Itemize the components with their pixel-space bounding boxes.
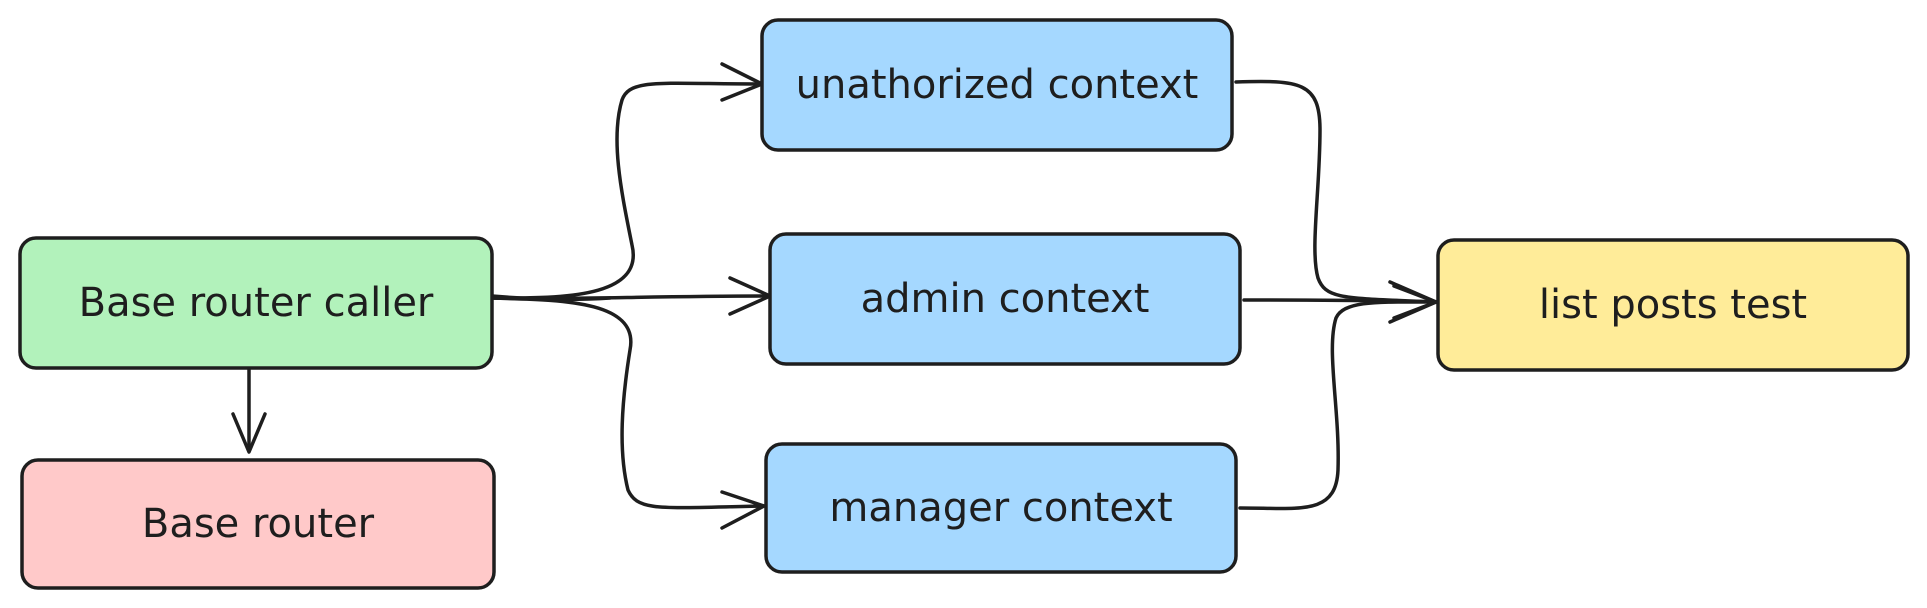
admin-context-label: admin context (861, 276, 1150, 322)
arrowhead-to-unauthorized (720, 62, 764, 102)
edge-caller-to-unauthorized (490, 81, 764, 300)
node-list-posts-test: list posts test (1436, 238, 1910, 372)
base-router-label: Base router (142, 501, 375, 547)
node-manager-context: manager context (764, 442, 1238, 574)
arrowhead-to-base-router (231, 412, 267, 454)
node-base-router-caller: Base router caller (18, 236, 494, 370)
edge-manager-to-list (1238, 300, 1438, 511)
list-posts-test-box (1436, 238, 1910, 372)
connectors (231, 62, 1438, 530)
edge-unauthorized-to-list (1234, 79, 1438, 304)
unauthorized-context-box (760, 18, 1234, 152)
manager-context-label: manager context (829, 485, 1172, 531)
base-router-caller-label: Base router caller (79, 280, 434, 326)
base-router-box (20, 458, 496, 590)
node-admin-context: admin context (768, 232, 1242, 366)
unauthorized-context-label: unathorized context (796, 62, 1199, 108)
manager-context-box (764, 442, 1238, 574)
list-posts-test-label: list posts test (1539, 282, 1807, 328)
arrowhead-to-list-echo (1392, 284, 1438, 320)
admin-context-box (768, 232, 1242, 366)
base-router-caller-box (18, 236, 494, 370)
edge-caller-to-manager (490, 296, 766, 510)
node-unauthorized-context: unathorized context (760, 18, 1234, 152)
arrowhead-to-manager (720, 490, 766, 530)
node-base-router: Base router (20, 458, 496, 590)
